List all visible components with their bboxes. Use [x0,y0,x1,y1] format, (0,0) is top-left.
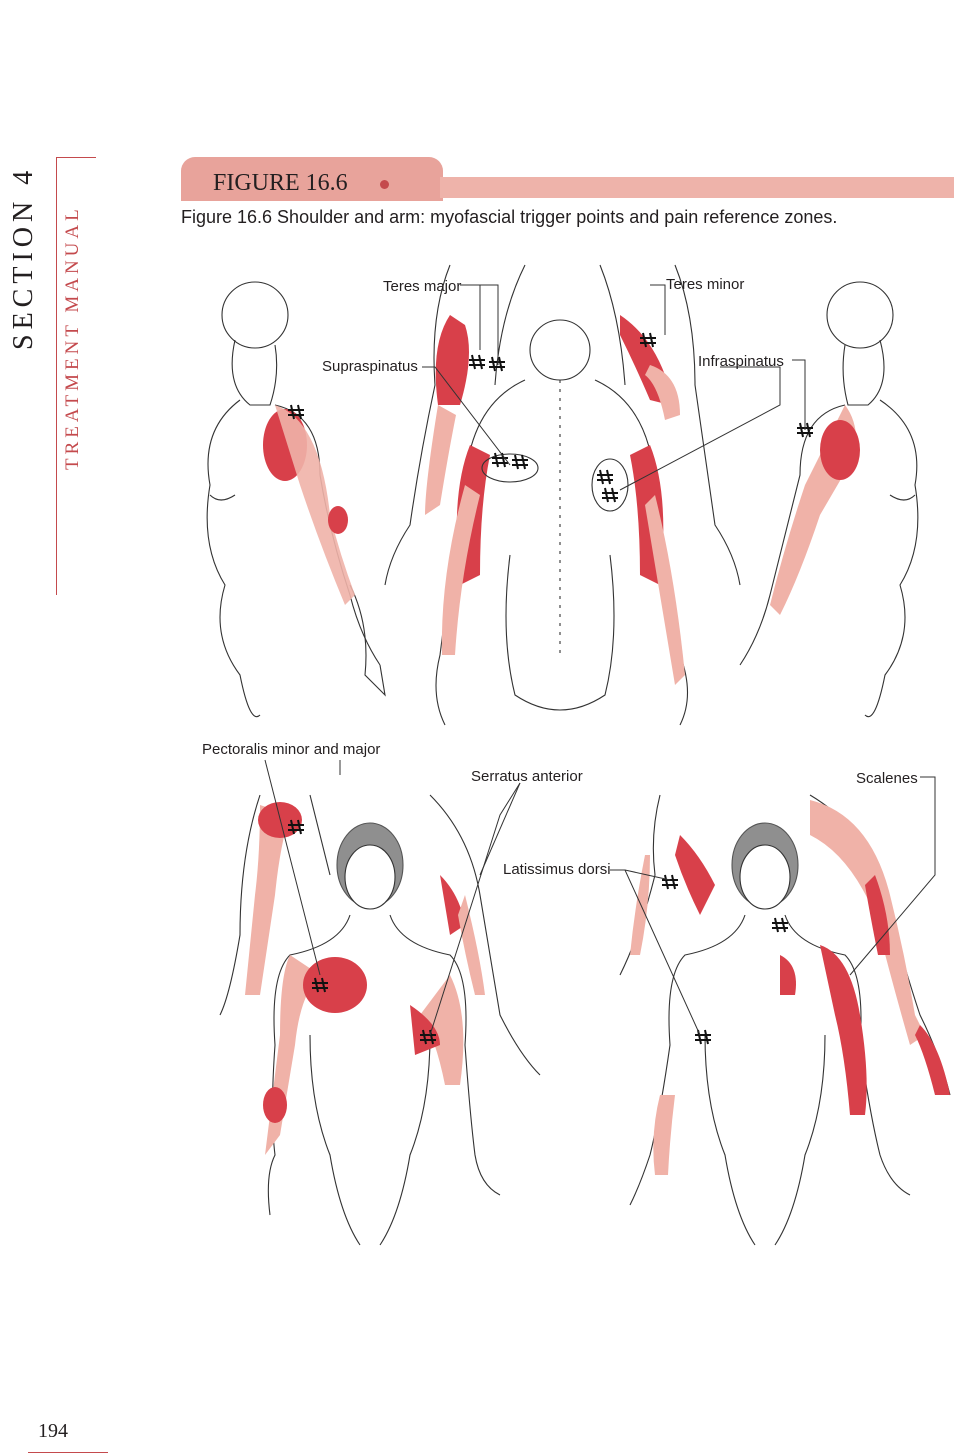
trigger-point-illustration: Teres major Teres minor Supraspinatus In… [202,264,951,1246]
section-rule-vertical [56,157,57,595]
label-supraspinatus: Supraspinatus [322,358,418,375]
label-pectoralis: Pectoralis minor and major [202,741,380,758]
trigger-point-icon [596,469,614,485]
page-number: 194 [38,1420,68,1442]
label-infraspinatus: Infraspinatus [698,353,784,370]
label-scalenes: Scalenes [856,770,918,787]
figure-caption: Figure 16.6 Shoulder and arm: myofascial… [181,207,838,227]
figure-title: FIGURE 16.6 [213,170,348,196]
trigger-point-icon [771,917,789,933]
figure-tab [181,157,443,201]
trigger-point-icon [468,354,486,370]
figure-side-right [739,281,919,718]
figure-front-left [263,822,501,1246]
label-teres-minor: Teres minor [666,276,744,293]
figure-side-left [206,281,386,718]
figure-back-left-arm [384,264,526,586]
trigger-point-icon [511,454,529,470]
trigger-point-icon [661,874,679,890]
figure-front-right [629,822,911,1246]
section-label: SECTION 4 [8,165,39,350]
label-teres-major: Teres major [383,278,461,295]
figure-back-center [435,319,688,726]
footer-rule [28,1452,108,1453]
figure-bullet-icon [380,180,389,189]
figure-back-right-arm [599,264,741,586]
label-serratus-anterior: Serratus anterior [471,768,583,785]
label-latissimus-dorsi: Latissimus dorsi [503,861,611,878]
trigger-point-icon [601,487,619,503]
section-rule-horizontal [56,157,96,158]
figure-front-right-arms [619,794,951,1096]
figure-front-right-bg-arm [429,794,541,1076]
figure-bar [440,177,954,198]
section-banner: SECTION 4 TREATMENT MANUAL [0,0,100,600]
manual-label: TREATMENT MANUAL [62,205,83,470]
trigger-point-icon [694,1029,712,1045]
